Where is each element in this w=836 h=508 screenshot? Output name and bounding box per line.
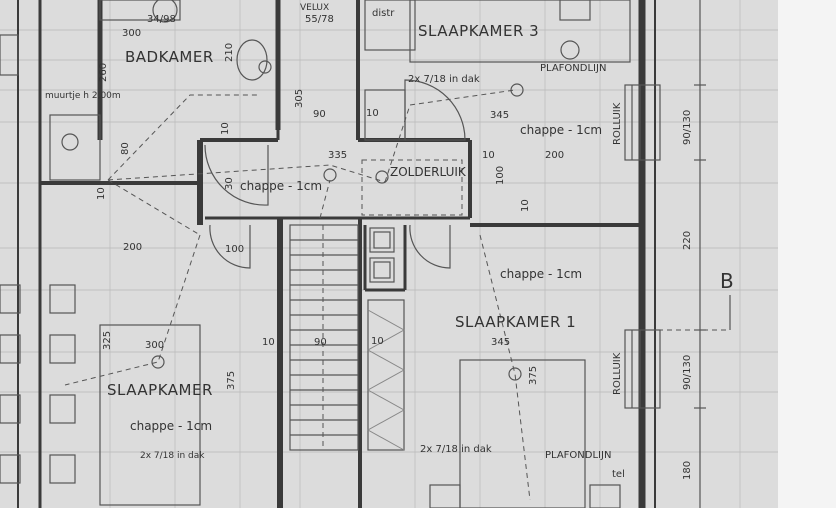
slaapkamer1-bed — [459, 359, 586, 508]
shower-tray — [49, 114, 101, 181]
shaft-2 — [369, 257, 395, 283]
dim-100-mid: 100 — [225, 244, 244, 255]
velux-code-label: 55/78 — [305, 14, 334, 25]
nightstand-right — [589, 484, 621, 508]
dim-335: 335 — [328, 150, 347, 161]
railing-hatch — [366, 299, 406, 451]
room-label-badkamer: BADKAMER — [125, 48, 214, 66]
closet-top — [364, 0, 416, 51]
electrical-lines — [64, 89, 531, 501]
chappe-slaap3: chappe - 1cm — [520, 123, 602, 137]
rolluik-bottom-label: ROLLUIK — [612, 352, 623, 395]
dim-10-e: 10 — [520, 199, 531, 212]
nightstand-left — [429, 484, 461, 508]
dim-100-right: 100 — [495, 166, 506, 185]
slaapkamer-left-bed — [99, 324, 201, 506]
door-swing-bath — [204, 144, 269, 206]
dim-10-d: 10 — [482, 150, 495, 161]
dim-10-c: 10 — [220, 122, 231, 135]
chair-icon — [560, 40, 580, 60]
door-swing-slaap3 — [404, 79, 466, 141]
room-label-slaapkamer3: SLAAPKAMER 3 — [418, 22, 539, 40]
dim-300-left: 300 — [145, 340, 164, 351]
shower-top — [99, 0, 181, 21]
tel-label: tel — [612, 469, 625, 480]
slaapkamer3-bed — [409, 0, 631, 63]
dim-90-130-top: 90/130 — [682, 110, 693, 145]
dim-300-top: 300 — [122, 28, 141, 39]
dim-90-130-bottom: 90/130 — [682, 355, 693, 390]
dim-90-a: 90 — [313, 109, 326, 120]
window-top — [624, 84, 661, 161]
toilet-icon — [236, 39, 268, 81]
dim-90-stair: 90 — [314, 337, 327, 348]
dim-200-left: 200 — [123, 242, 142, 253]
left-furniture — [0, 284, 76, 484]
chappe-left: chappe - 1cm — [130, 419, 212, 433]
plafondlijn-top-label: PLAFONDLIJN — [540, 63, 606, 74]
dim-325: 325 — [102, 331, 113, 350]
dim-305: 305 — [294, 89, 305, 108]
dim-30: 30 — [224, 177, 235, 190]
sink-left — [0, 34, 19, 76]
dak-bottom-label: 2x 7/18 in dak — [420, 444, 492, 455]
dim-10-a: 10 — [366, 108, 379, 119]
dim-10-g: 10 — [371, 336, 384, 347]
section-b-label: B — [720, 269, 734, 293]
dim-210: 210 — [224, 43, 235, 62]
room-label-slaapkamer-left: SLAAPKAMER — [107, 381, 213, 399]
dim-345-mid: 345 — [491, 337, 510, 348]
door-swing-slaap1 — [409, 224, 451, 269]
drain-icon — [61, 133, 79, 151]
shaft-2-inner — [373, 261, 391, 279]
dak-left-label: 2x 7/18 in dak — [140, 451, 205, 461]
dim-345-top: 345 — [490, 110, 509, 121]
light-fixture-icons — [151, 60, 524, 381]
plafondlijn-bottom-label: PLAFONDLIJN — [545, 450, 611, 461]
velux-circle — [152, 0, 178, 23]
dim-260: 260 — [98, 63, 109, 82]
staircase — [289, 224, 359, 451]
room-label-slaapkamer1: SLAAPKAMER 1 — [455, 313, 576, 331]
sheet-margin — [778, 0, 836, 508]
dim-375-right: 375 — [528, 366, 539, 385]
dim-200-right: 200 — [545, 150, 564, 161]
dak-top-label: 2x 7/18 in dak — [408, 74, 480, 85]
velux-left-label: 34/98 — [147, 14, 176, 25]
dim-80: 80 — [120, 142, 131, 155]
section-marker — [640, 295, 731, 331]
dim-220: 220 — [682, 231, 693, 250]
shaft-1 — [369, 227, 395, 253]
zolderluik-label: ZOLDERLUIK — [390, 165, 467, 179]
dim-180: 180 — [682, 461, 693, 480]
desk-icon — [559, 0, 591, 21]
dim-10-f: 10 — [262, 337, 275, 348]
muurtje-label: muurtje h 2,00m — [45, 91, 121, 101]
dim-10-b: 10 — [96, 187, 107, 200]
door-swing-hall — [209, 224, 251, 269]
shaft-1-inner — [373, 231, 391, 249]
distr-label: distr — [372, 8, 395, 19]
attic-hatch — [361, 159, 463, 216]
velux-top-label: VELUX — [300, 3, 329, 13]
chappe-slaap1: chappe - 1cm — [500, 267, 582, 281]
rolluik-top-label: ROLLUIK — [612, 102, 623, 145]
chappe-hall: chappe - 1cm — [240, 179, 322, 193]
drawing-sheet — [0, 0, 778, 508]
dim-375-left: 375 — [226, 371, 237, 390]
